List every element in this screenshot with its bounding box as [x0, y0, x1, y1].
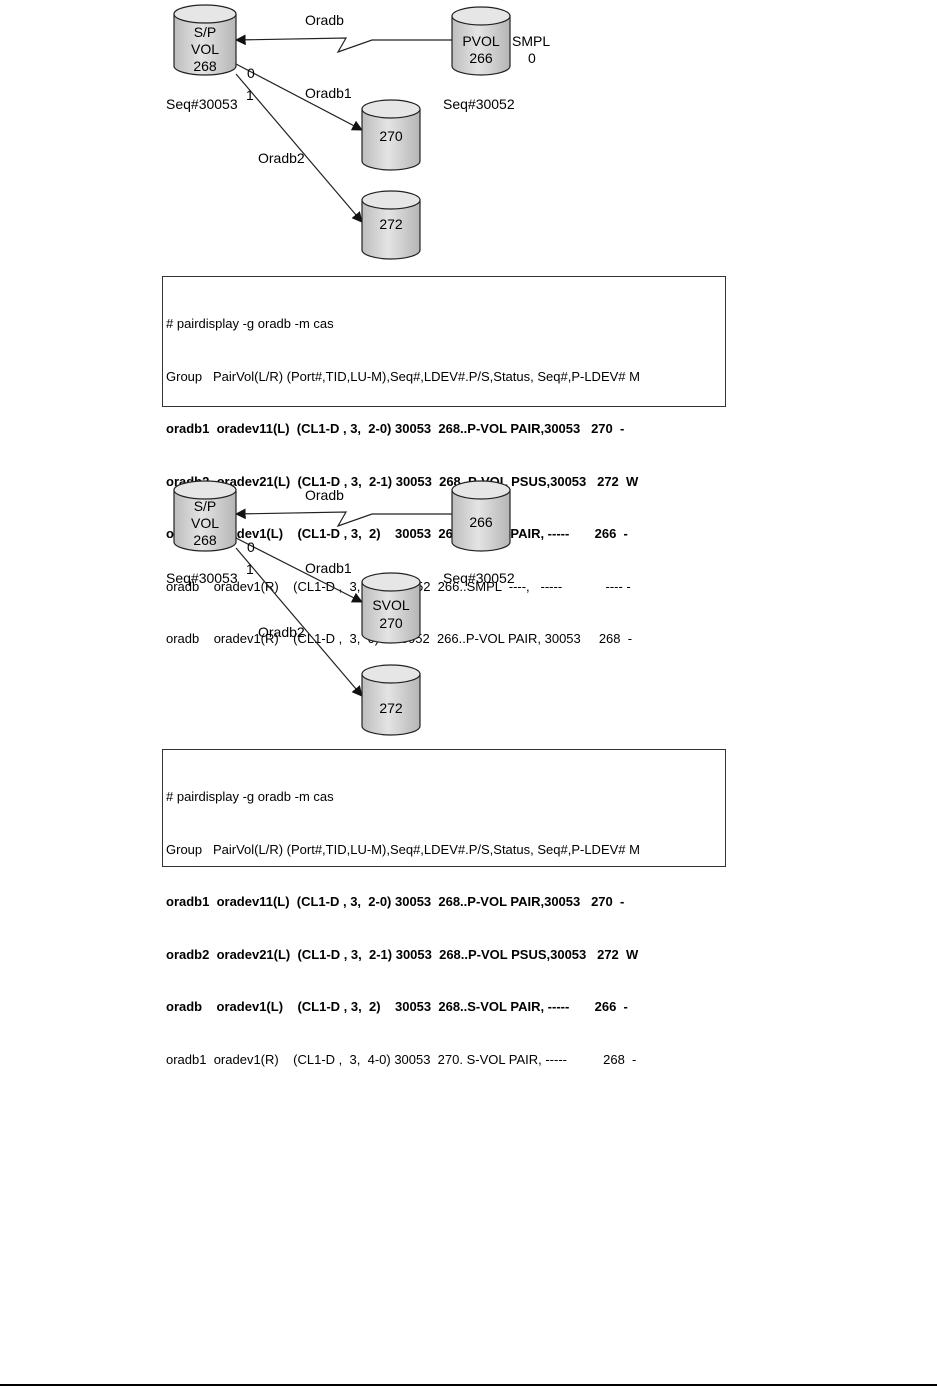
vol-272-label: 272 — [379, 216, 403, 232]
diagram-1-canvas: S/P VOL 268 PVOL 266 270 272 Oradb Oradb… — [166, 4, 550, 260]
sp-vol-line2: VOL — [191, 41, 219, 57]
pair-row: oradb oradev1(L) (CL1-D , 3, 2) 30053 26… — [166, 999, 628, 1014]
pair-row: oradb2 oradev21(L) (CL1-D , 3, 2-1) 3005… — [166, 946, 639, 962]
vol-272-label: 272 — [379, 700, 403, 716]
vol-270-line2: 270 — [379, 615, 403, 631]
sp-vol-cylinder: S/P VOL 268 — [173, 480, 237, 552]
smpl-value: 0 — [528, 50, 536, 66]
pvol-cylinder: PVOL 266 — [451, 6, 511, 76]
mu0-label: 0 — [247, 65, 255, 81]
mu1-label: 1 — [246, 561, 254, 577]
oradb1-label: Oradb1 — [305, 560, 352, 576]
cmd-line: # pairdisplay -g oradb -m cas — [166, 789, 334, 804]
sp-vol-line2: VOL — [191, 515, 219, 531]
header-line: Group PairVol(L/R) (Port#,TID,LU-M),Seq#… — [166, 841, 640, 857]
vol-270-cylinder: SVOL 270 — [361, 572, 421, 644]
oradb2-label: Oradb2 — [258, 150, 305, 166]
oradb2-link-line — [235, 73, 363, 223]
sp-vol-line1: S/P — [194, 498, 217, 514]
pairdisplay-output-1: # pairdisplay -g oradb -m cas Group Pair… — [162, 276, 726, 646]
pair-row: oradb1 oradev1(R) (CL1-D , 3, 4-0) 30053… — [166, 1051, 637, 1067]
pair-row: oradb1 oradev11(L) (CL1-D , 3, 2-0) 3005… — [166, 894, 625, 909]
pair-row: oradb oradev1(R) (CL1-D , 3, 0) 30052 26… — [166, 631, 633, 646]
vol-272-cylinder: 272 — [361, 664, 421, 736]
vol-272-cylinder: 272 — [361, 190, 421, 260]
header-line: Group PairVol(L/R) (Port#,TID,LU-M),Seq#… — [166, 368, 640, 384]
page-footer-rule — [0, 1384, 937, 1386]
seq-remote-label: Seq#30052 — [443, 570, 515, 586]
oradb1-label: Oradb1 — [305, 85, 352, 101]
sp-vol-cylinder: S/P VOL 268 — [173, 4, 237, 76]
seq-local-label: Seq#30053 — [166, 570, 238, 586]
oradb-link-line — [234, 34, 452, 54]
cascade-diagram-2: S/P VOL 268 266 SVOL 270 272 Oradb Oradb… — [0, 478, 937, 748]
oradb1-link-line — [235, 63, 363, 131]
oradb-label: Oradb — [305, 487, 344, 503]
diagram-2-canvas: S/P VOL 268 266 SVOL 270 272 Oradb Oradb… — [166, 480, 515, 736]
oradb-label: Oradb — [305, 12, 344, 28]
oradb2-label: Oradb2 — [258, 624, 305, 640]
vol-270-cylinder: 270 — [361, 99, 421, 171]
cascade-diagram-1: S/P VOL 268 PVOL 266 270 272 Oradb Oradb… — [0, 0, 937, 270]
oradb1-link-line — [235, 537, 363, 603]
cmd-line: # pairdisplay -g oradb -m cas — [166, 316, 334, 331]
oradb-link-line — [234, 508, 452, 528]
pvol-line1: PVOL — [462, 33, 500, 49]
sp-vol-line1: S/P — [194, 24, 217, 40]
sp-vol-line3: 268 — [193, 58, 217, 74]
seq-local-label: Seq#30053 — [166, 96, 238, 112]
pairdisplay-output-2: # pairdisplay -g oradb -m cas Group Pair… — [162, 749, 726, 1067]
vol-270-label: 270 — [379, 128, 403, 144]
vol-270-line1: SVOL — [372, 597, 410, 613]
seq-remote-label: Seq#30052 — [443, 96, 515, 112]
sp-vol-line3: 268 — [193, 532, 217, 548]
oradb2-link-line — [235, 547, 363, 697]
mu1-label: 1 — [246, 87, 254, 103]
smpl-label: SMPL — [512, 33, 550, 49]
remote-vol-cylinder: 266 — [451, 480, 511, 552]
pair-row: oradb1 oradev11(L) (CL1-D , 3, 2-0) 3005… — [166, 421, 625, 436]
remote-vol-label: 266 — [469, 514, 493, 530]
pvol-line2: 266 — [469, 50, 493, 66]
mu0-label: 0 — [247, 539, 255, 555]
